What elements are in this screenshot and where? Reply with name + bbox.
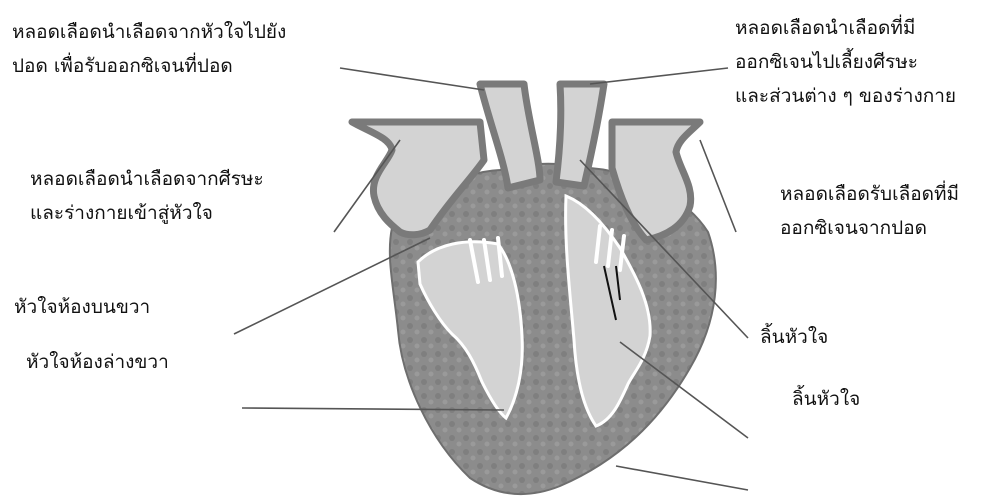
label-vena-cava-line1: หลอดเลือดนำเลือดจากศีรษะ [30,163,264,195]
label-aorta-line1: หลอดเลือดนำเลือดที่มี [735,12,915,44]
label-aorta-line3: และส่วนต่าง ๆ ของร่างกาย [735,80,956,112]
label-pulmonary-artery-line1: หลอดเลือดนำเลือดจากหัวใจไปยัง [12,16,286,48]
label-right-atrium: หัวใจห้องบนขวา [14,291,150,323]
label-right-ventricle: หัวใจห้องล่างขวา [26,346,169,378]
label-valve-upper: ลิ้นหัวใจ [760,321,828,353]
label-pulmonary-vein-line1: หลอดเลือดรับเลือดที่มี [780,178,959,210]
label-pulmonary-artery-line2: ปอด เพื่อรับออกซิเจนที่ปอด [12,50,233,82]
label-aorta-line2: ออกซิเจนไปเลี้ยงศีรษะ [735,46,918,78]
label-pulmonary-vein-line2: ออกซิเจนจากปอด [780,212,927,244]
label-valve-lower: ลิ้นหัวใจ [792,383,860,415]
label-vena-cava-line2: และร่างกายเข้าสู่หัวใจ [30,197,213,229]
